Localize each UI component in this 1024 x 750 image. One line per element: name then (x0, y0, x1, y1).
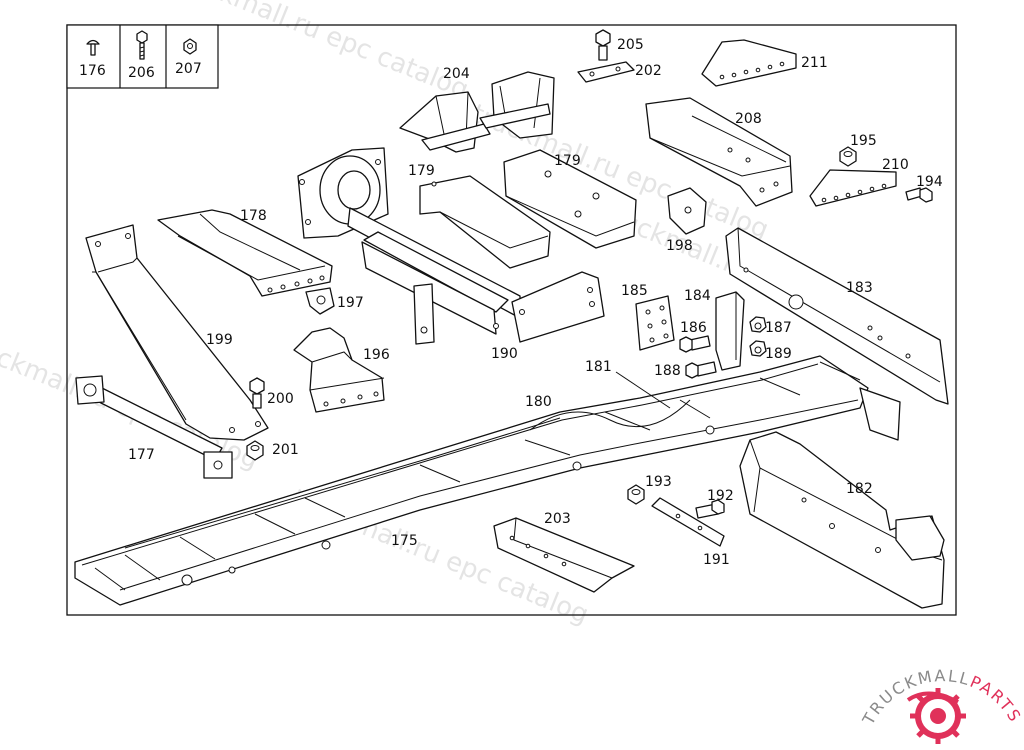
label-202: 202 (635, 63, 662, 79)
label-189: 189 (765, 346, 792, 362)
part-200-bolt (249, 377, 265, 409)
label-192: 192 (707, 488, 734, 504)
part-labels: 175 177 178 179 179 180 181 182 183 184 … (128, 37, 943, 568)
nut-icon (183, 38, 197, 55)
part-196-mount (293, 327, 385, 413)
part-205-bolt (595, 29, 611, 61)
part-178-crossmember (157, 209, 333, 297)
part-202-strap (577, 61, 635, 83)
key-number: 206 (128, 65, 155, 81)
truckmall-logo: TRUCKMALLPARTS (858, 666, 1024, 744)
crossmember-rungs (94, 361, 861, 591)
part-189-nut (749, 340, 767, 357)
label-198: 198 (666, 238, 693, 254)
part-195-nut (839, 146, 857, 167)
key-number: 176 (79, 63, 106, 79)
label-208: 208 (735, 111, 762, 127)
label-186: 186 (680, 320, 707, 336)
label-180: 180 (525, 394, 552, 410)
bolt-icon (136, 30, 148, 60)
part-187-nut (749, 316, 767, 333)
leader-181 (615, 371, 671, 409)
label-183: 183 (846, 280, 873, 296)
label-199: 199 (206, 332, 233, 348)
part-193-nut (627, 484, 645, 505)
label-191: 191 (703, 552, 730, 568)
key-number: 207 (175, 61, 202, 77)
diagram-frame (66, 24, 957, 616)
part-188-bolt (685, 361, 717, 379)
fastener-key: 176 206 207 (66, 24, 219, 89)
gear-icon (906, 688, 966, 744)
label-194: 194 (916, 174, 943, 190)
part-190-tube-assembly (297, 147, 605, 345)
label-179-left: 179 (408, 163, 435, 179)
label-190: 190 (491, 346, 518, 362)
part-192-bolt (695, 499, 725, 519)
part-185-plate (635, 295, 675, 351)
label-196: 196 (363, 347, 390, 363)
label-181: 181 (585, 359, 612, 375)
part-175-frame (74, 355, 901, 606)
label-175: 175 (391, 533, 418, 549)
part-197-clip (305, 287, 335, 315)
label-185: 185 (621, 283, 648, 299)
label-193: 193 (645, 474, 672, 490)
label-177: 177 (128, 447, 155, 463)
label-201: 201 (272, 442, 299, 458)
label-204: 204 (443, 66, 470, 82)
part-199-bracket (85, 224, 269, 441)
label-179-right: 179 (554, 153, 581, 169)
part-203-strip (493, 517, 635, 593)
part-210-plate (809, 169, 897, 207)
part-204-mounts (399, 71, 555, 153)
part-186-bolt (679, 335, 711, 353)
part-191-strip (651, 497, 725, 547)
label-197: 197 (337, 295, 364, 311)
label-187: 187 (765, 320, 792, 336)
part-201-nut (246, 440, 264, 461)
label-203: 203 (544, 511, 571, 527)
part-184-bracket (715, 291, 745, 371)
label-205: 205 (617, 37, 644, 53)
label-211: 211 (801, 55, 828, 71)
part-179-left (419, 175, 551, 269)
label-184: 184 (684, 288, 711, 304)
part-177-tube (75, 375, 233, 479)
label-200: 200 (267, 391, 294, 407)
part-183-rail (725, 227, 949, 405)
part-208-bracket (645, 97, 793, 207)
label-195: 195 (850, 133, 877, 149)
part-179-right (503, 149, 637, 249)
part-194-bolt (905, 187, 933, 203)
label-210: 210 (882, 157, 909, 173)
part-198-bracket (667, 187, 707, 235)
label-188: 188 (654, 363, 681, 379)
part-182-crossmember (739, 431, 945, 609)
part-211-plate (701, 39, 797, 87)
label-182: 182 (846, 481, 873, 497)
logo-text-parts: PARTS (967, 672, 1024, 726)
rivet-icon (86, 39, 100, 56)
label-178: 178 (240, 208, 267, 224)
